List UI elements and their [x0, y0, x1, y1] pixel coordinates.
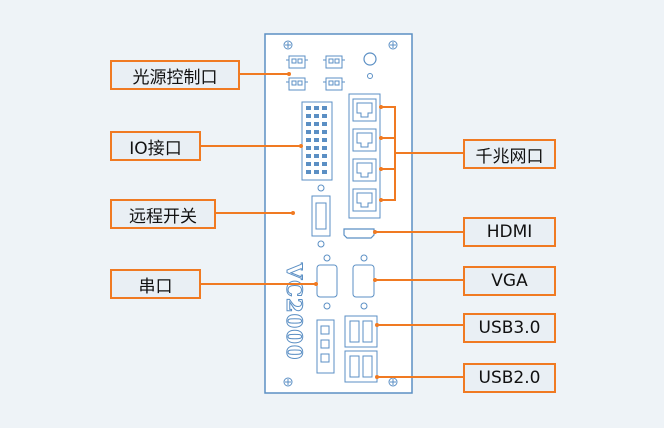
usb2-ports [344, 350, 378, 383]
leader-dot-usb3 [375, 323, 379, 327]
leader-dot-light-source [287, 72, 291, 76]
power-terminal-connector [316, 319, 335, 374]
label-light-source-port: 光源控制口 [110, 60, 240, 90]
leader-line-gigabit [381, 106, 463, 201]
screw-icon-bottom-left [283, 377, 293, 387]
led-indicator-icon [367, 73, 373, 79]
leader-dot-usb2 [375, 375, 379, 379]
label-hdmi: HDMI [463, 217, 556, 247]
label-gigabit-ports: 千兆网口 [463, 139, 556, 169]
leader-dot-io [299, 144, 303, 148]
usb3-ports [344, 315, 378, 348]
leader-dot-gigabit-3 [379, 167, 383, 171]
leader-dot-vga [373, 278, 377, 282]
model-text: VC2000 [282, 262, 307, 360]
screw-icon-bottom-right [388, 377, 398, 387]
screw-icon-top-left [283, 40, 293, 50]
label-usb2: USB2.0 [463, 363, 556, 393]
remote-switch-connector [311, 184, 331, 248]
power-button-icon [363, 52, 377, 66]
serial-port-connector [316, 254, 338, 310]
leader-dot-hdmi [373, 230, 377, 234]
label-serial-port: 串口 [110, 269, 201, 299]
leader-dot-remote-switch [291, 211, 295, 215]
label-usb3: USB3.0 [463, 313, 556, 343]
leader-dot-gigabit-2 [379, 136, 383, 140]
label-remote-switch: 远程开关 [110, 199, 216, 229]
light-source-connectors [286, 55, 345, 91]
ethernet-ports [348, 93, 381, 219]
hdmi-port-icon [343, 228, 375, 239]
io-terminal-block [301, 101, 333, 181]
leader-dot-serial [314, 282, 318, 286]
screw-icon-top-right [388, 40, 398, 50]
leader-dot-gigabit-4 [379, 198, 383, 202]
leader-dot-gigabit-1 [379, 105, 383, 109]
label-io-port: IO接口 [110, 131, 201, 161]
label-vga: VGA [463, 266, 556, 296]
